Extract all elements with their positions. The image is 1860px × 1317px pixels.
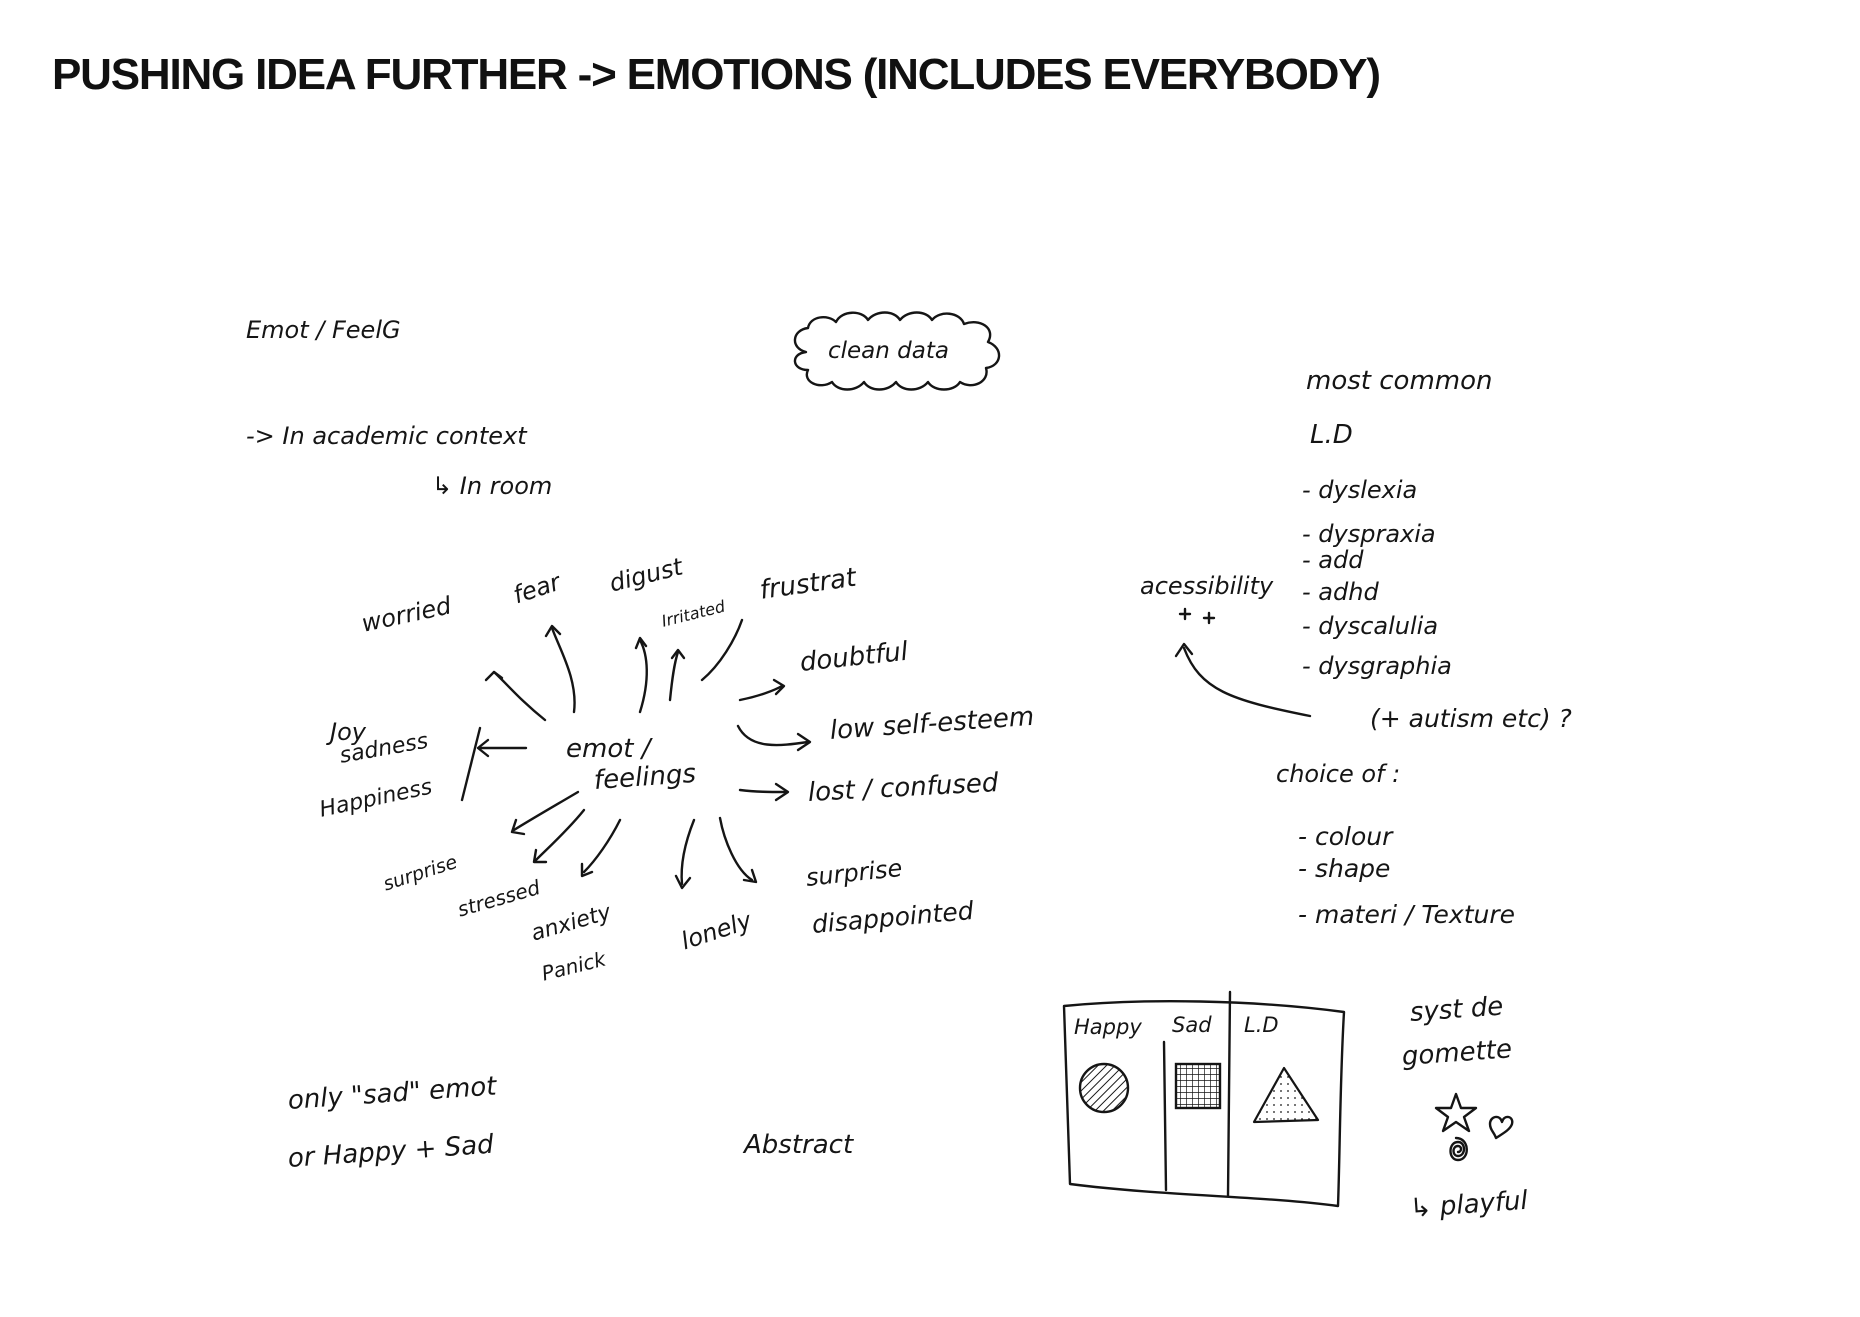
abstract-note: Abstract bbox=[744, 1130, 854, 1160]
accessibility-note: acessibility bbox=[1140, 572, 1274, 600]
gomette-line1: syst de bbox=[1408, 991, 1505, 1028]
legend-col-happy: Happy bbox=[1074, 1015, 1142, 1039]
cloud-label: clean data bbox=[828, 338, 949, 364]
star-icon bbox=[1434, 1092, 1478, 1133]
ld-item-dysgraphia: - dysgraphia bbox=[1302, 652, 1452, 680]
gomette-symbols: B bbox=[1434, 1092, 1514, 1162]
page-title: PUSHING IDEA FURTHER -> EMOTIONS (INCLUD… bbox=[52, 50, 1381, 99]
autism-note: (+ autism etc) ? bbox=[1370, 704, 1572, 733]
mindmap-center-line1: emot / bbox=[566, 734, 651, 764]
dotted-triangle-icon bbox=[1252, 1066, 1320, 1124]
ld-item-adhd: - adhd bbox=[1302, 578, 1379, 606]
academic-context-note: -> In academic context bbox=[246, 422, 527, 450]
legend-col-sad: Sad bbox=[1172, 1013, 1212, 1037]
ld-heading-line2: L.D bbox=[1310, 420, 1353, 450]
choice-material-texture: - materi / Texture bbox=[1298, 900, 1516, 929]
choice-of-label: choice of : bbox=[1276, 760, 1401, 788]
in-room-note: ↳ In room bbox=[432, 472, 553, 500]
mindmap-node-joy: Joy bbox=[330, 718, 366, 746]
ld-item-dyscalulia: - dyscalulia bbox=[1302, 612, 1439, 640]
legend-table: Happy Sad L.D bbox=[1062, 990, 1346, 1208]
ld-item-add: - add bbox=[1302, 546, 1364, 574]
cloud-shape bbox=[793, 311, 1001, 391]
gomette-line2: gomette bbox=[1400, 1034, 1513, 1072]
hatched-circle-icon bbox=[1078, 1062, 1130, 1114]
grid-square-icon bbox=[1174, 1062, 1222, 1110]
ld-heading-line1: most common bbox=[1306, 366, 1493, 396]
legend-col-ld: L.D bbox=[1244, 1013, 1279, 1037]
gomette-b-label: B bbox=[1496, 1129, 1497, 1131]
emot-feelings-heading: Emot / FeelG bbox=[246, 316, 401, 344]
choice-shape: - shape bbox=[1298, 854, 1391, 883]
choice-colour: - colour bbox=[1298, 822, 1393, 851]
playful-note: ↳ playful bbox=[1408, 1185, 1529, 1224]
heart-icon bbox=[1488, 1115, 1514, 1140]
ld-item-dyslexia: - dyslexia bbox=[1302, 476, 1418, 504]
ld-item-dyspraxia: - dyspraxia bbox=[1302, 520, 1436, 548]
spiral-icon bbox=[1449, 1136, 1468, 1162]
